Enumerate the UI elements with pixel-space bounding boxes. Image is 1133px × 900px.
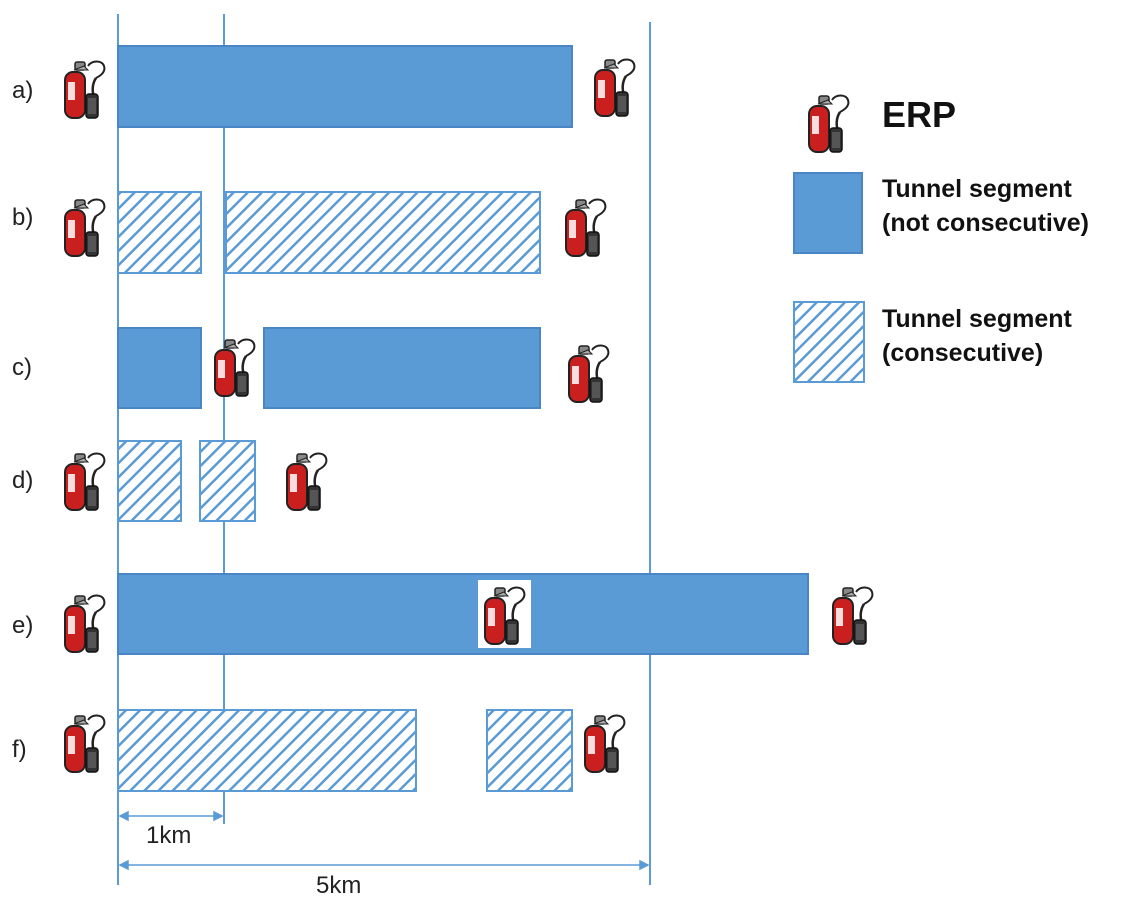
- segment-f-2: [486, 709, 573, 792]
- segment-e-1: [117, 573, 809, 655]
- fire-extinguisher-icon: [213, 338, 256, 398]
- row-label-c: c): [12, 354, 32, 381]
- fire-extinguisher-icon: [831, 586, 874, 646]
- row-label-a: a): [12, 77, 34, 104]
- legend-erp-label: ERP: [882, 94, 957, 135]
- fire-extinguisher-icon: [593, 58, 636, 118]
- fire-extinguisher-icon: [567, 344, 610, 404]
- segment-d-2: [199, 440, 256, 522]
- legend-hatched-swatch: [793, 301, 865, 383]
- fire-extinguisher-icon: [63, 60, 106, 120]
- fire-extinguisher-icon: [285, 452, 328, 512]
- fire-extinguisher-icon: [63, 594, 106, 654]
- legend-hatched-line2: (consecutive): [882, 339, 1044, 367]
- segment-a-1: [117, 45, 573, 128]
- dimension-5km-label: 5km: [316, 872, 362, 899]
- legend-hatched-text: Tunnel segment (consecutive): [882, 302, 1072, 370]
- fire-extinguisher-icon: [63, 452, 106, 512]
- segment-b-2: [225, 191, 541, 274]
- legend-solid-swatch: [793, 172, 863, 254]
- legend-hatched-line1: Tunnel segment: [882, 305, 1072, 333]
- segment-b-1: [117, 191, 202, 274]
- fire-extinguisher-icon: [564, 198, 607, 258]
- fire-extinguisher-icon: [583, 714, 626, 774]
- fire-extinguisher-icon: [807, 94, 850, 154]
- row-label-e: e): [12, 612, 34, 639]
- row-label-d: d): [12, 467, 34, 494]
- legend-solid-line2: (not consecutive): [882, 209, 1089, 237]
- segment-f-1: [117, 709, 417, 792]
- dimension-5km-arrow: [118, 859, 650, 871]
- segment-c-2: [263, 327, 541, 409]
- row-label-b: b): [12, 204, 34, 231]
- segment-c-1: [117, 327, 202, 409]
- legend-solid-line1: Tunnel segment: [882, 175, 1072, 203]
- fire-extinguisher-icon: [63, 198, 106, 258]
- segment-d-1: [117, 440, 182, 522]
- legend-solid-text: Tunnel segment (not consecutive): [882, 172, 1089, 240]
- fire-extinguisher-icon: [63, 714, 106, 774]
- dimension-1km-arrow: [118, 810, 224, 822]
- row-label-f: f): [12, 736, 27, 763]
- dimension-1km-label: 1km: [146, 822, 192, 849]
